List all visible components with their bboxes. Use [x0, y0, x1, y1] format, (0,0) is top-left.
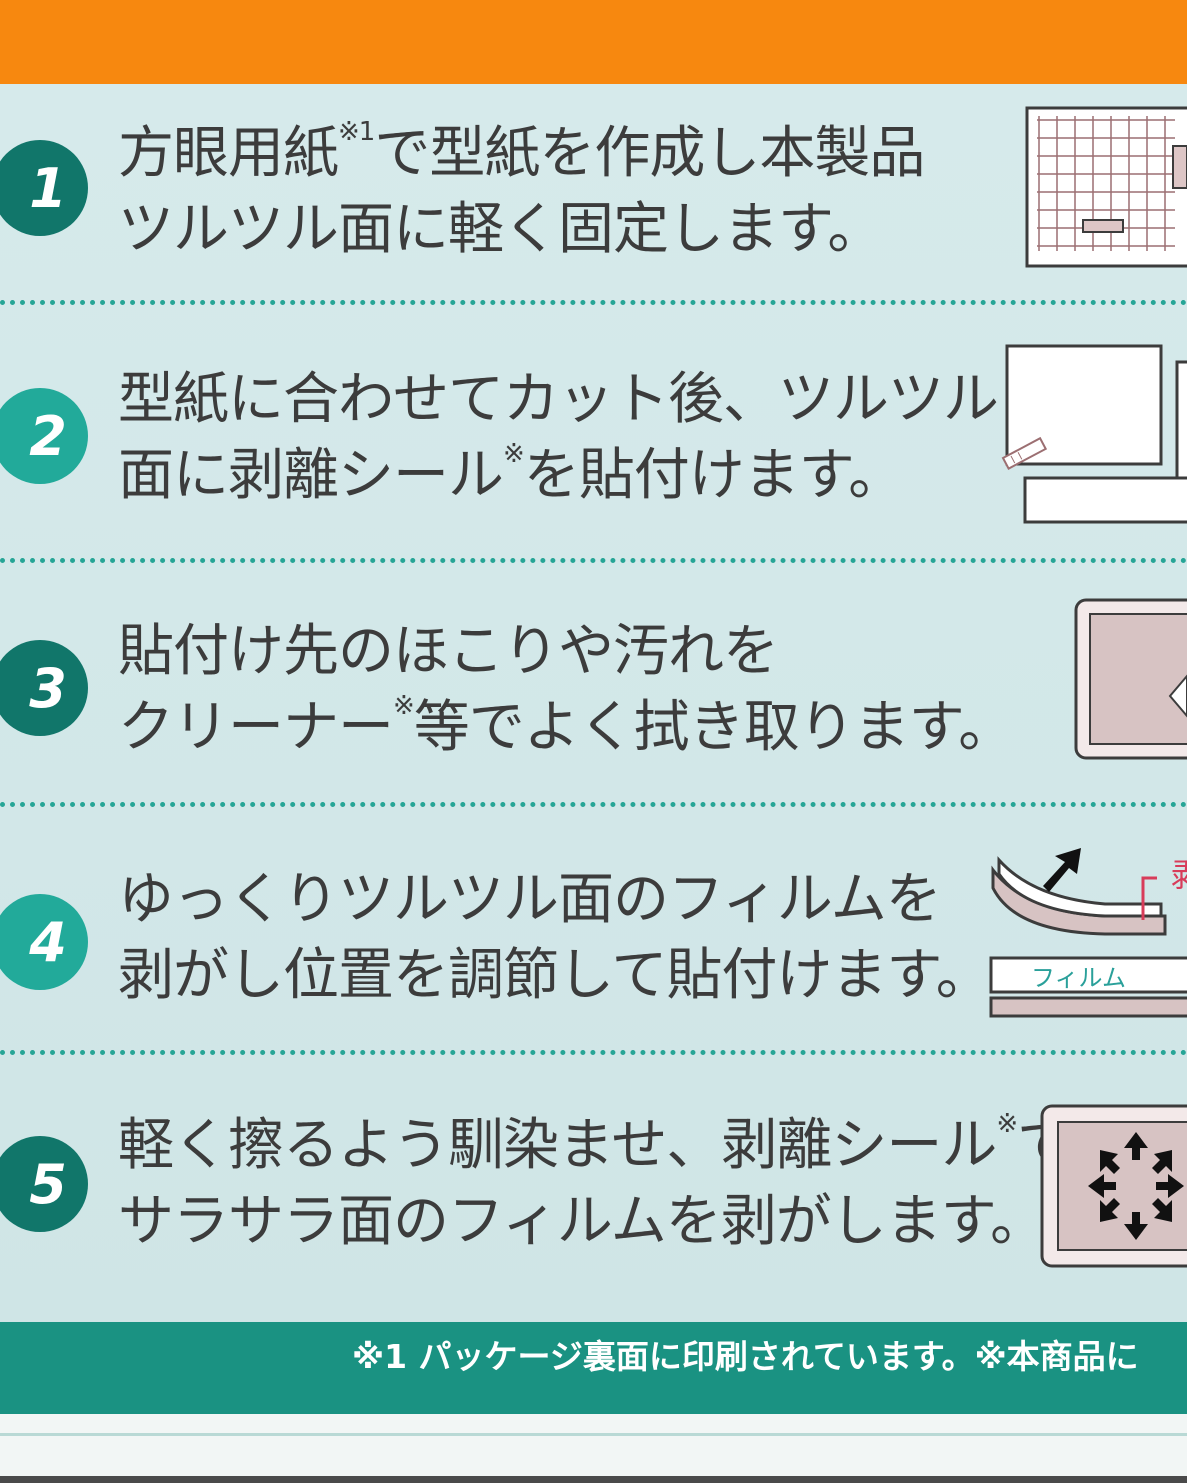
step-3: 3 貼付け先のほこりや汚れを クリーナー※等でよく拭き取ります。	[0, 568, 1187, 808]
step-3-line-1: 貼付け先のほこりや汚れを	[118, 619, 779, 684]
bottom-rule	[0, 1433, 1187, 1436]
cut-sheet-illustration	[1001, 344, 1187, 524]
rubbing-arrows-illustration	[1040, 1104, 1187, 1268]
step-4-number: 4	[0, 894, 88, 990]
step-5-line-2: サラサラ面のフィルムを剥がします。	[118, 1189, 1046, 1254]
step-1-note-marker: ※1	[338, 117, 375, 147]
bottom-edge	[0, 1476, 1187, 1483]
step-4: 4 ゆっくりツルツル面のフィルムを 剥がし位置を調節して貼付けます。 剥 フィル…	[0, 812, 1187, 1052]
footnote-bar: ※1 パッケージ裏面に印刷されています。※本商品に	[0, 1322, 1187, 1414]
instructions-panel	[0, 84, 1187, 1322]
step-1-line-1: 方眼用紙※1で型紙を作成し本製品	[118, 117, 925, 200]
step-2-line-2-a: 面に剥離シール	[118, 443, 504, 508]
step-2-line-2-b: を貼付けます。	[523, 443, 904, 508]
step-4-line-1: ゆっくりツルツル面のフィルムを	[118, 867, 942, 932]
step-5-line-1-a: 軽く擦るよう馴染ませ、剥離シール	[118, 1113, 997, 1178]
step-4-line-2: 剥がし位置を調節して貼付けます。	[118, 943, 992, 1008]
bottom-strip	[0, 1414, 1187, 1483]
step-1-number: 1	[0, 140, 88, 236]
graph-paper-illustration	[1025, 106, 1187, 268]
step-3-number: 3	[0, 640, 88, 736]
step-3-line-2-a: クリーナー	[118, 695, 394, 760]
film-peeling-illustration: 剥 フィルム	[989, 848, 1187, 1018]
film-label: フィルム	[1031, 964, 1126, 992]
step-2-line-1: 型紙に合わせてカット後、ツルツル	[118, 367, 999, 432]
step-1-line-2: ツルツル面に軽く固定します。	[118, 197, 883, 262]
step-1-line-1-a: 方眼用紙	[118, 121, 339, 186]
divider	[0, 1050, 1187, 1055]
step-2-line-2: 面に剥離シール※を貼付けます。	[118, 439, 904, 522]
step-3-note-marker: ※	[393, 691, 415, 721]
step-1-line-1-b: で型紙を作成し本製品	[374, 121, 925, 186]
divider	[0, 300, 1187, 305]
step-2: 2 型紙に合わせてカット後、ツルツル 面に剥離シール※を貼付けます。	[0, 310, 1187, 550]
step-3-line-2: クリーナー※等でよく拭き取ります。	[118, 691, 1014, 774]
step-3-line-2-b: 等でよく拭き取ります。	[413, 695, 1014, 760]
step-5-number: 5	[0, 1136, 88, 1232]
step-5: 5 軽く擦るよう馴染ませ、剥離シール※で サラサラ面のフィルムを剥がします。	[0, 1060, 1187, 1300]
step-2-number: 2	[0, 388, 88, 484]
surface-cleaning-illustration	[1074, 598, 1187, 760]
divider	[0, 802, 1187, 807]
divider	[0, 558, 1187, 563]
step-2-note-marker: ※	[503, 439, 525, 469]
step-5-note-marker: ※	[996, 1109, 1018, 1139]
step-5-line-1: 軽く擦るよう馴染ませ、剥離シール※で	[118, 1109, 1073, 1192]
top-orange-band	[0, 0, 1187, 84]
peel-label: 剥	[1171, 856, 1187, 894]
step-1: 1 方眼用紙※1で型紙を作成し本製品 ツルツル面に軽く固定します。	[0, 84, 1187, 324]
